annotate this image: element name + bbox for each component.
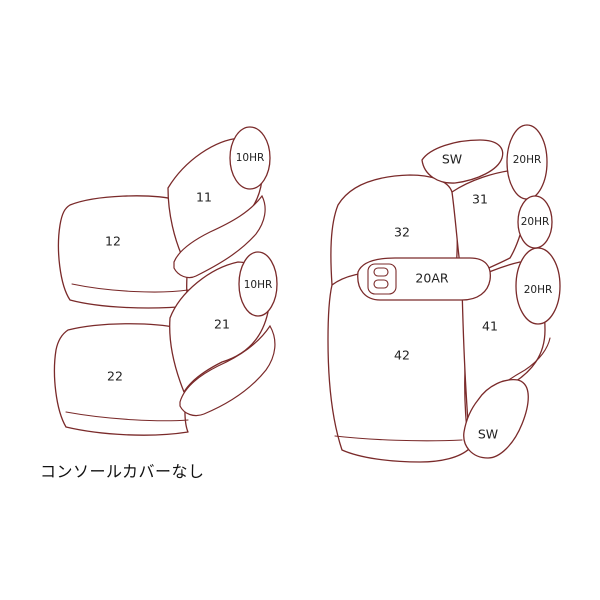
label-21: 21 bbox=[214, 317, 230, 332]
headrest-10hr-upper bbox=[229, 126, 271, 190]
side-wing-top bbox=[421, 139, 504, 184]
label-10hr-upper: 10HR bbox=[236, 152, 265, 164]
headrest-10hr-lower bbox=[238, 251, 278, 317]
label-20ar: 20AR bbox=[415, 271, 448, 286]
label-41: 41 bbox=[482, 319, 498, 334]
headrest-20hr-lower bbox=[515, 247, 561, 325]
label-11: 11 bbox=[196, 190, 212, 205]
label-sw-bottom: SW bbox=[478, 427, 498, 442]
label-10hr-lower: 10HR bbox=[244, 279, 273, 291]
side-wing-bottom bbox=[463, 379, 529, 459]
label-20hr-top: 20HR bbox=[513, 154, 542, 166]
armrest-20ar bbox=[357, 257, 491, 301]
label-20hr-middle: 20HR bbox=[521, 216, 550, 228]
console-cover-note: コンソールカバーなし bbox=[40, 462, 205, 481]
label-22: 22 bbox=[107, 369, 123, 384]
label-31: 31 bbox=[472, 192, 488, 207]
label-42: 42 bbox=[394, 348, 410, 363]
label-32: 32 bbox=[394, 225, 410, 240]
label-20hr-lower: 20HR bbox=[524, 284, 553, 296]
label-12: 12 bbox=[105, 234, 121, 249]
label-sw-top: SW bbox=[442, 152, 462, 167]
